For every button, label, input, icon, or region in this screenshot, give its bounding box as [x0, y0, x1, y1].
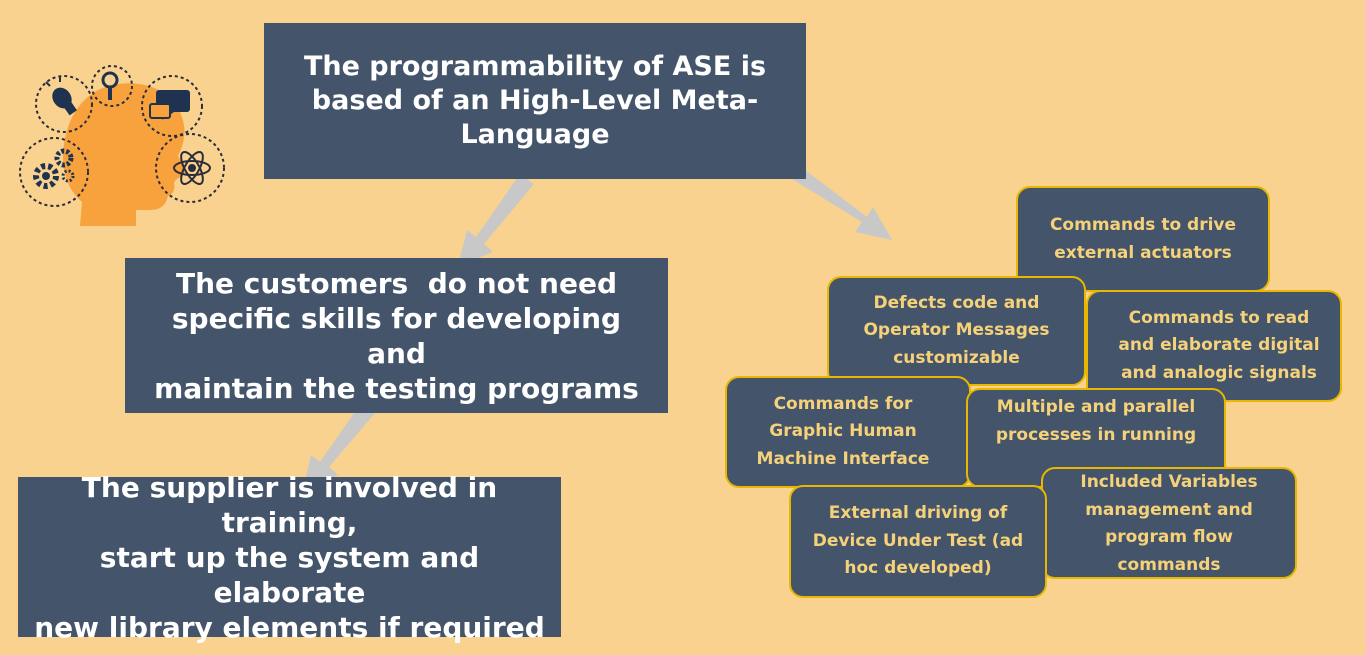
customers-skills-box: The customers do not need specific skill… [125, 258, 668, 413]
feature-line: Commands to drive [1049, 215, 1237, 235]
feature-line: and elaborate digital [1118, 335, 1320, 356]
feature-graphic-hmi: Commands for Graphic Human Machine Inter… [725, 376, 971, 488]
feature-defects-operator-messages: Defects code and Operator Messages custo… [827, 276, 1086, 386]
feature-line: Graphic Human [769, 421, 917, 442]
box-line: new library elements if required [34, 610, 545, 644]
arrow-top-to-middle [458, 174, 534, 266]
box-line: Language [460, 118, 610, 150]
chat-bubbles-icon [149, 90, 190, 120]
feature-line: management and [1085, 499, 1253, 520]
arrow-middle-to-bottom [303, 403, 375, 491]
feature-external-actuators: Commands to drive external actuators [1016, 186, 1270, 292]
feature-variables-program-flow: Included Variables management and progra… [1041, 467, 1297, 579]
box-line: specific skills for developing and [171, 301, 622, 370]
feature-line: and analogic signals [1121, 362, 1317, 383]
feature-device-under-test: External driving of Device Under Test (a… [789, 485, 1047, 598]
supplier-involvement-box: The supplier is involved in training, st… [18, 471, 561, 644]
feature-line: Operator Messages [863, 320, 1050, 341]
box-line: The customers do not need [175, 266, 617, 300]
magnifier-icon [101, 71, 119, 100]
box-line: The supplier is involved in training, [81, 470, 498, 539]
feature-line: program flow [1105, 527, 1233, 548]
feature-line: customizable [893, 347, 1020, 368]
feature-line: Machine Interface [756, 448, 930, 469]
feature-line: processes in running [995, 424, 1197, 445]
box-line: maintain the testing programs [154, 371, 639, 405]
feature-line: Commands to read [1128, 307, 1310, 328]
box-line: start up the system and elaborate [99, 540, 480, 609]
feature-line: hoc developed) [844, 558, 992, 579]
atom-icon [173, 151, 211, 185]
feature-line: Included Variables [1080, 472, 1258, 492]
ase-programmability-box: The programmability of ASE is based of a… [264, 23, 806, 179]
feature-line: Multiple and parallel [996, 397, 1196, 417]
feature-line: external actuators [1054, 242, 1232, 263]
lightbulb-icon [45, 76, 77, 116]
feature-line: Commands for [773, 393, 913, 414]
box-line: The programmability of ASE is [303, 51, 767, 83]
feature-line: Defects code and [873, 292, 1040, 313]
box-line: based of an High-Level Meta- [311, 85, 759, 117]
gears-icon [33, 148, 75, 189]
feature-line: Device Under Test (ad [812, 530, 1024, 551]
feature-digital-analogic-signals: Commands to read and elaborate digital a… [1086, 290, 1342, 402]
feature-line: External driving of [828, 503, 1008, 524]
feature-line: commands [1117, 554, 1221, 575]
ideas-head-illustration [19, 65, 225, 226]
